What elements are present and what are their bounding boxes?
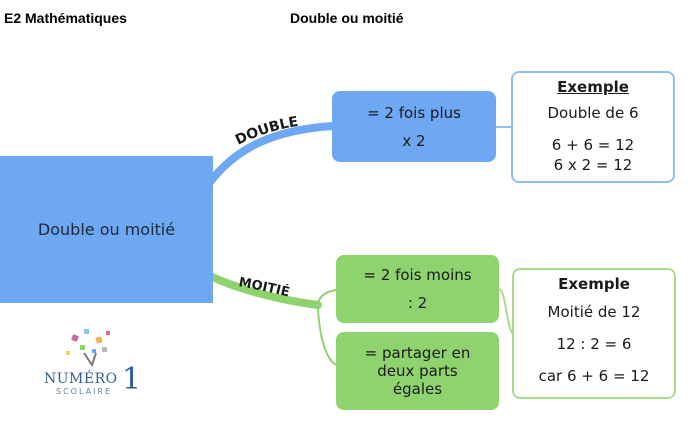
confetti-icon xyxy=(66,329,110,368)
double-line: = 2 fois plus xyxy=(367,103,461,122)
partager-box: = partager en deux parts égales xyxy=(336,332,499,410)
double-line: x 2 xyxy=(402,131,426,150)
moitie-example-box: Exemple Moitié de 12 12 : 2 = 6 car 6 + … xyxy=(512,268,676,399)
moitie-line: : 2 xyxy=(407,294,428,312)
example-line: Double de 6 xyxy=(547,104,639,122)
subject-title: E2 Mathématiques xyxy=(4,10,127,26)
numero1-logo: NUMÉRO 1 SCOLAIRE xyxy=(44,325,144,405)
example-line: car 6 + 6 = 12 xyxy=(538,367,650,385)
page-title: Double ou moitié xyxy=(290,10,404,26)
partager-line: égales xyxy=(392,380,443,398)
logo-digit: 1 xyxy=(122,362,142,397)
moitie-branch xyxy=(206,272,322,309)
example-line: Moitié de 12 xyxy=(547,303,641,321)
central-topic: Double ou moitié xyxy=(0,156,213,303)
central-label: Double ou moitié xyxy=(37,220,176,239)
moitie-box: = 2 fois moins : 2 xyxy=(336,255,499,323)
logo-text: NUMÉRO xyxy=(44,371,118,387)
partager-line: = partager en xyxy=(364,344,471,362)
double-example-box: Exemple Double de 6 6 + 6 = 12 6 x 2 = 1… xyxy=(511,71,675,183)
example-line: 12 : 2 = 6 xyxy=(556,335,632,353)
double-branch xyxy=(206,122,337,186)
double-box: = 2 fois plus x 2 xyxy=(332,91,496,162)
example-title: Exemple xyxy=(557,78,629,96)
moitie-example-connector xyxy=(498,288,513,334)
partager-line: deux parts xyxy=(377,362,458,380)
moitie-line: = 2 fois moins xyxy=(363,266,472,284)
example-title: Exemple xyxy=(558,275,630,293)
logo-subtext: SCOLAIRE xyxy=(56,387,113,396)
example-line: 6 x 2 = 12 xyxy=(553,156,633,174)
example-line: 6 + 6 = 12 xyxy=(551,136,635,154)
moitie-bracket xyxy=(316,289,337,366)
